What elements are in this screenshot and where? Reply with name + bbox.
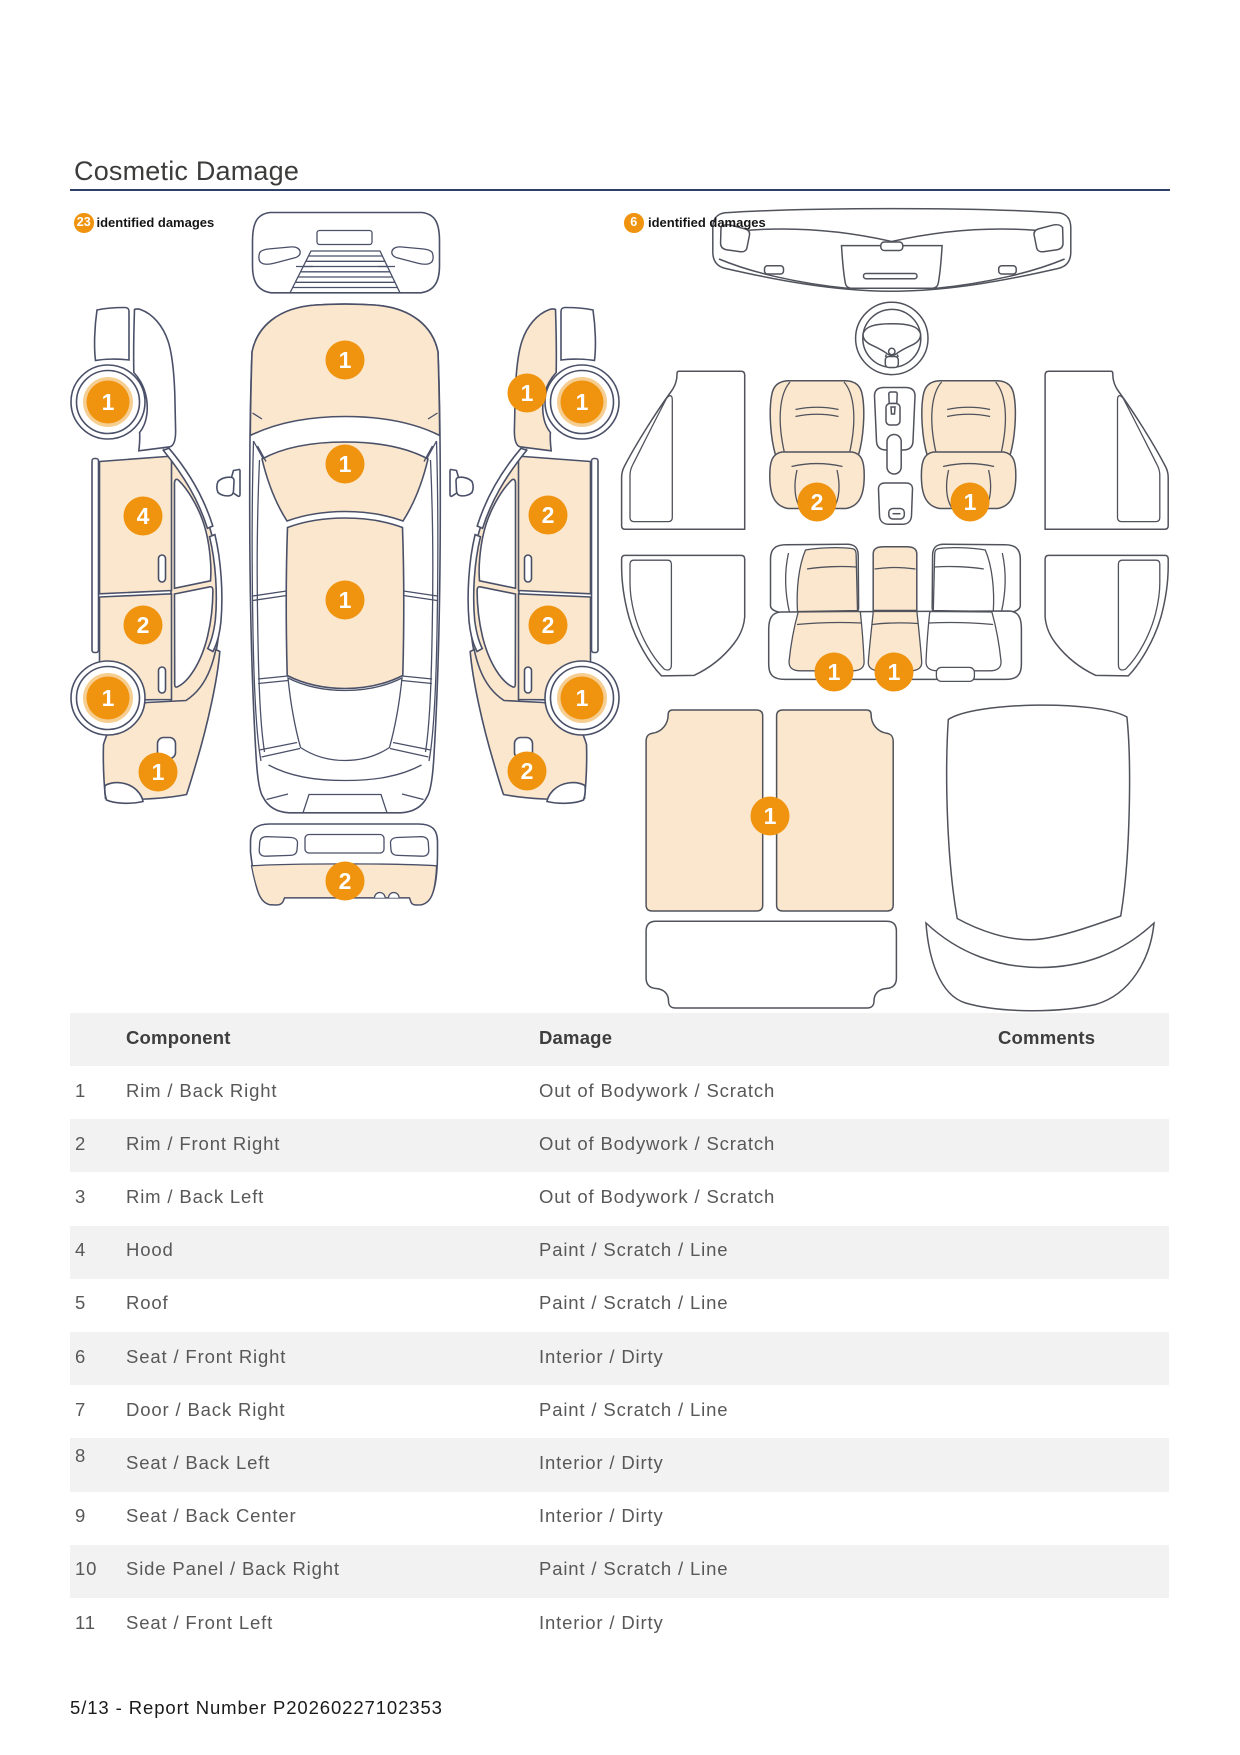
svg-text:2: 2 — [339, 868, 352, 894]
svg-text:1: 1 — [339, 451, 352, 477]
svg-text:1: 1 — [102, 685, 115, 711]
svg-text:1: 1 — [764, 803, 777, 829]
svg-text:1: 1 — [152, 759, 165, 785]
svg-text:1: 1 — [828, 659, 841, 685]
svg-text:1: 1 — [964, 489, 977, 515]
svg-text:1: 1 — [102, 389, 115, 415]
svg-text:1: 1 — [576, 685, 589, 711]
svg-text:2: 2 — [811, 489, 824, 515]
svg-text:2: 2 — [542, 612, 555, 638]
svg-text:1: 1 — [576, 389, 589, 415]
svg-text:1: 1 — [339, 587, 352, 613]
svg-text:1: 1 — [888, 659, 901, 685]
svg-text:2: 2 — [521, 758, 534, 784]
svg-text:1: 1 — [339, 347, 352, 373]
svg-text:2: 2 — [137, 612, 150, 638]
svg-text:4: 4 — [137, 503, 150, 529]
svg-text:2: 2 — [542, 502, 555, 528]
svg-text:1: 1 — [521, 380, 534, 406]
